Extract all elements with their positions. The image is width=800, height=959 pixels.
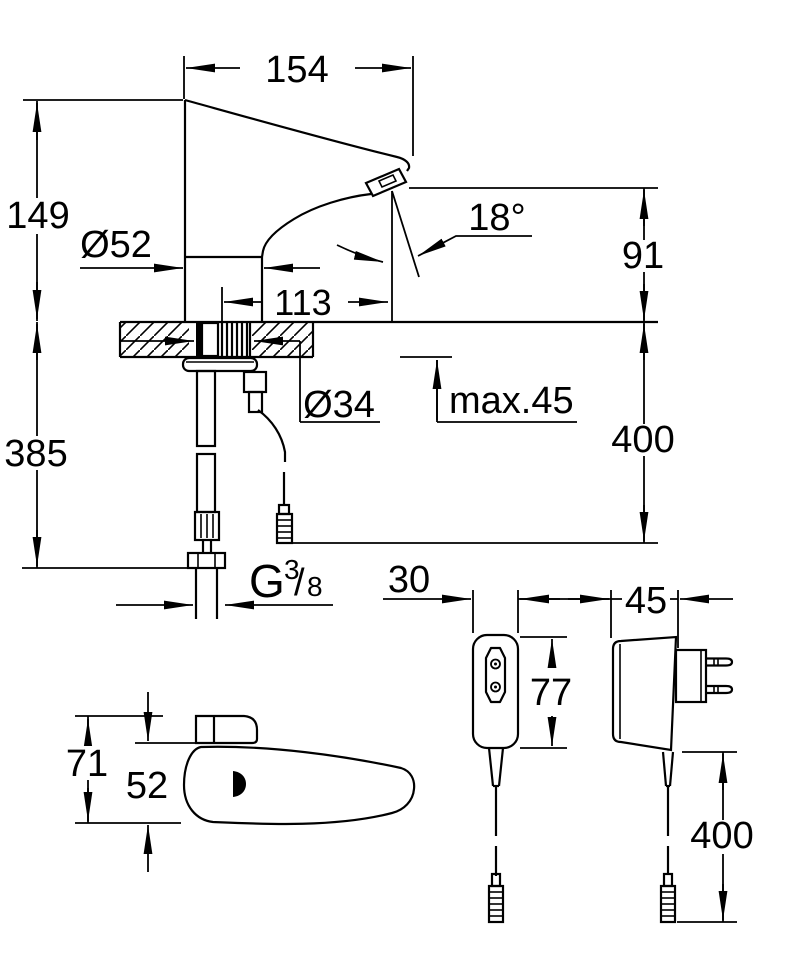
- dim-label-77: 77: [530, 672, 572, 714]
- g38-slash: /: [294, 562, 305, 604]
- psu-front-cable: [487, 747, 505, 924]
- mounting-flange: [181, 356, 259, 373]
- dim-label-385: 385: [4, 433, 67, 475]
- detection-arc-arrow: [336, 244, 384, 263]
- power-supply-side-view: [611, 635, 734, 924]
- aerator-outline: [364, 167, 408, 198]
- g38-letter: G: [249, 555, 285, 607]
- deck-hatch-right: [252, 323, 313, 356]
- faucet-body-outline: [184, 98, 411, 172]
- psu-plug-pins: [706, 657, 734, 695]
- dim-label-400-main: 400: [611, 419, 674, 461]
- g38-denominator: 8: [307, 571, 323, 602]
- cable-connector-main: [275, 512, 294, 545]
- psu-plug-base: [674, 648, 708, 704]
- dim-label-dia34: Ø34: [303, 384, 375, 426]
- dim-label-71: 71: [66, 743, 108, 785]
- psu-side-cable: [659, 751, 677, 924]
- handle-top-view: [194, 714, 259, 745]
- faucet-underside-curve: [260, 192, 372, 258]
- faucet-top-view: 71 52: [64, 692, 416, 872]
- aerator-inner: [377, 173, 398, 189]
- dim-label-400-psu: 400: [690, 815, 753, 857]
- psu-socket-face: [484, 646, 507, 704]
- dim-label-g38: G 3 / 8: [249, 554, 323, 607]
- hose-hex-nut: [186, 551, 227, 570]
- body-top-view: [182, 745, 416, 826]
- mounting-shank: [196, 321, 252, 358]
- dim-label-18deg: 18°: [468, 197, 525, 239]
- supply-hose: [186, 369, 227, 619]
- psu-pin-hole-top: [490, 658, 501, 670]
- dim-label-154: 154: [265, 49, 328, 91]
- g38-numerator: 3: [284, 554, 300, 585]
- faucet-side-view: [118, 98, 658, 619]
- power-supply-front-view: [471, 633, 520, 924]
- dim-label-dia52: Ø52: [80, 224, 152, 266]
- dim-label-52: 52: [126, 765, 168, 807]
- dim-label-30: 30: [388, 559, 430, 601]
- dim-label-max45: max.45: [449, 380, 574, 422]
- psu-dimensions: 30 45 77 400: [383, 559, 754, 923]
- sensor-window: [233, 771, 246, 797]
- spray-angle-lines: [336, 190, 420, 321]
- main-view-dimensions: 154 149 Ø52 113 18° 91 Ø34: [4, 49, 676, 610]
- psu-side-body: [611, 635, 678, 752]
- psu-pin-hole-bottom: [490, 681, 501, 693]
- dim-label-113: 113: [274, 282, 331, 323]
- sensor-cable-main: [242, 370, 294, 545]
- psu-front-body: [471, 633, 520, 750]
- dim-label-45: 45: [625, 580, 667, 622]
- dim-label-91: 91: [622, 235, 664, 277]
- dim-label-149: 149: [6, 195, 69, 237]
- deck-hatch-left: [121, 323, 189, 356]
